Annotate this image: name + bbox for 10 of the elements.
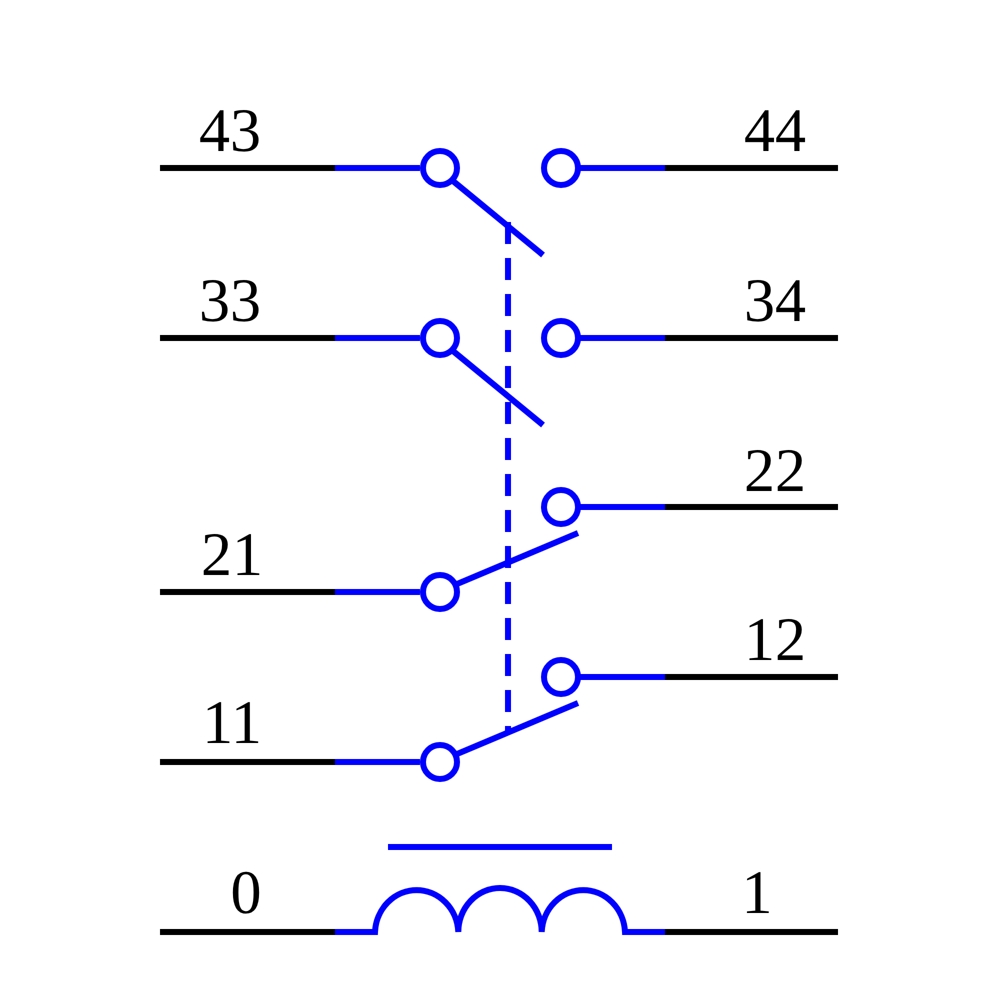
pin-number: 1	[742, 862, 772, 924]
pin-number: 0	[230, 862, 262, 924]
pin-number: 22	[744, 440, 806, 502]
pin-number: 44	[744, 100, 806, 162]
pin-number: 11	[202, 692, 262, 754]
pin-number: 43	[199, 100, 261, 162]
pin-number: 21	[201, 524, 263, 586]
pin-number: 12	[744, 609, 806, 671]
pin-number: 33	[199, 270, 261, 332]
pin-number: 34	[744, 270, 806, 332]
